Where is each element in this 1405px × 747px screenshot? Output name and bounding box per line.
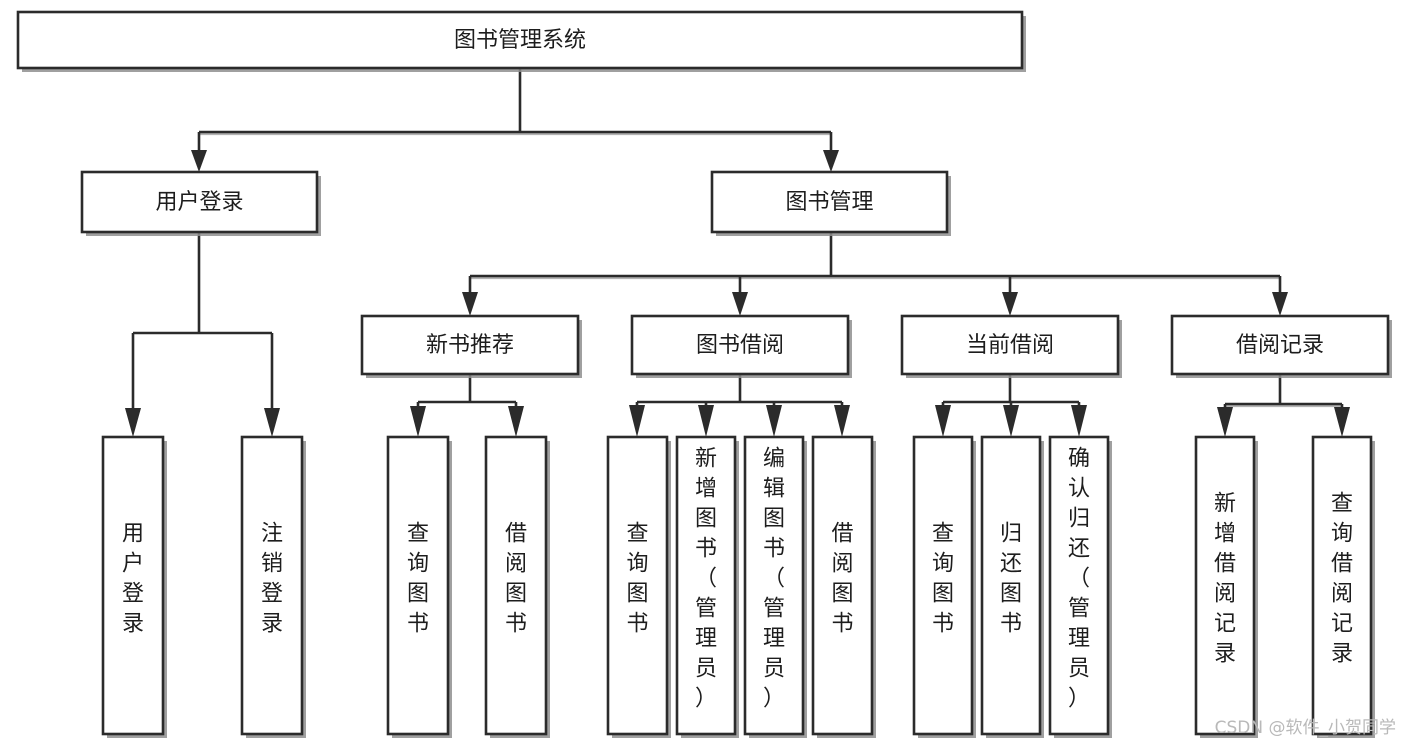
edges-layer <box>125 68 1350 437</box>
node-book-borrow-label: 图书借阅 <box>696 333 784 358</box>
node-leaf-logout-login[interactable]: 注销登录 <box>240 435 306 738</box>
node-leaf-confirm-return-admin-label: 确认归还（管理员） <box>1068 447 1090 712</box>
node-leaf-edit-book-admin[interactable]: 编辑图书（管理员） <box>743 435 807 738</box>
node-leaf-user-login-label: 用户登录 <box>122 522 144 637</box>
node-user-login-box <box>80 170 319 234</box>
node-leaf-query-book[interactable]: 查询图书 <box>606 435 671 738</box>
node-root-label: 图书管理系统 <box>454 28 586 53</box>
node-leaf-query-book-recommend[interactable]: 查询图书 <box>386 435 452 738</box>
node-borrow-record-box <box>1170 314 1390 376</box>
node-borrow-record[interactable]: 借阅记录 <box>1170 314 1392 378</box>
node-leaf-borrow-book-label: 借阅图书 <box>831 522 853 637</box>
node-root[interactable]: 图书管理系统 <box>16 10 1026 72</box>
node-leaf-add-book-admin[interactable]: 新增图书（管理员） <box>675 435 739 738</box>
edge-bm-to-borrow-record <box>1272 276 1288 316</box>
edge-user-login-trunk <box>125 232 280 437</box>
node-leaf-query-book-current-box <box>912 435 974 736</box>
edge-bm-to-new-book-recommend <box>462 276 478 316</box>
node-leaf-query-book-recommend-label: 查询图书 <box>407 522 429 637</box>
edge-bm-to-book-borrow <box>732 276 748 316</box>
node-leaf-add-borrow-record-box <box>1194 435 1256 736</box>
node-leaf-add-book-admin-box <box>675 435 737 736</box>
node-book-management-label: 图书管理 <box>785 190 873 215</box>
node-leaf-edit-book-admin-label: 编辑图书（管理员） <box>763 447 785 712</box>
edge-new-book-recommend-trunk <box>410 374 524 437</box>
node-root-box <box>16 10 1024 70</box>
node-leaf-query-book-recommend-box <box>386 435 450 736</box>
node-leaf-edit-book-admin-box <box>743 435 805 736</box>
leaf-nodes-layer: 用户登录 注销登录 查询图书 借阅图书 查询图书 新增图书（管理员） 编辑图书（管理员） 借阅… <box>101 435 1375 738</box>
node-user-login[interactable]: 用户登录 <box>80 170 321 236</box>
node-leaf-confirm-return-admin[interactable]: 确认归还（管理员） <box>1048 435 1112 738</box>
node-current-borrow-box <box>900 314 1120 376</box>
edge-root-to-user-login <box>191 132 207 172</box>
node-leaf-query-borrow-record-box <box>1311 435 1373 736</box>
edge-root-to-book-management <box>823 132 839 172</box>
node-book-management[interactable]: 图书管理 <box>710 170 951 236</box>
node-leaf-return-book[interactable]: 归还图书 <box>980 435 1044 738</box>
node-book-borrow-box <box>630 314 850 376</box>
node-new-book-recommend-box <box>360 314 580 376</box>
node-leaf-query-book-current[interactable]: 查询图书 <box>912 435 976 738</box>
edge-bm-to-current-borrow <box>1002 276 1018 316</box>
node-leaf-add-book-admin-label: 新增图书（管理员） <box>695 447 717 712</box>
node-leaf-query-borrow-record[interactable]: 查询借阅记录 <box>1311 435 1375 738</box>
node-leaf-borrow-book-recommend[interactable]: 借阅图书 <box>484 435 550 738</box>
node-leaf-return-book-box <box>980 435 1042 736</box>
node-leaf-query-book-current-label: 查询图书 <box>932 522 954 637</box>
node-leaf-query-borrow-record-label: 查询借阅记录 <box>1331 492 1353 667</box>
node-leaf-confirm-return-admin-box <box>1048 435 1110 736</box>
node-leaf-borrow-book-recommend-box <box>484 435 548 736</box>
node-leaf-add-borrow-record[interactable]: 新增借阅记录 <box>1194 435 1258 738</box>
node-leaf-user-login[interactable]: 用户登录 <box>101 435 167 738</box>
node-leaf-query-book-label: 查询图书 <box>626 522 648 637</box>
node-leaf-return-book-label: 归还图书 <box>1000 522 1022 637</box>
node-current-borrow[interactable]: 当前借阅 <box>900 314 1122 378</box>
edge-root-trunk <box>199 68 831 136</box>
node-leaf-borrow-book-recommend-label: 借阅图书 <box>505 522 527 637</box>
node-leaf-borrow-book-box <box>811 435 874 736</box>
node-leaf-user-login-box <box>101 435 165 736</box>
node-leaf-add-borrow-record-label: 新增借阅记录 <box>1214 492 1236 667</box>
node-book-borrow[interactable]: 图书借阅 <box>630 314 852 378</box>
edge-current-borrow-trunk <box>935 374 1087 437</box>
node-user-login-label: 用户登录 <box>155 190 243 215</box>
node-leaf-logout-login-box <box>240 435 304 736</box>
csdn-watermark: CSDN @软件_小贺同学 <box>1215 718 1396 738</box>
edge-borrow-record-trunk <box>1217 374 1350 437</box>
node-borrow-record-label: 借阅记录 <box>1236 333 1324 358</box>
node-leaf-logout-login-label: 注销登录 <box>261 522 283 637</box>
node-leaf-borrow-book[interactable]: 借阅图书 <box>811 435 876 738</box>
edge-book-management-trunk <box>470 232 1280 280</box>
node-new-book-recommend-label: 新书推荐 <box>426 333 514 358</box>
node-new-book-recommend[interactable]: 新书推荐 <box>360 314 582 378</box>
node-leaf-query-book-box <box>606 435 669 736</box>
edge-book-borrow-trunk <box>629 374 850 437</box>
node-book-management-box <box>710 170 949 234</box>
node-current-borrow-label: 当前借阅 <box>966 333 1054 358</box>
